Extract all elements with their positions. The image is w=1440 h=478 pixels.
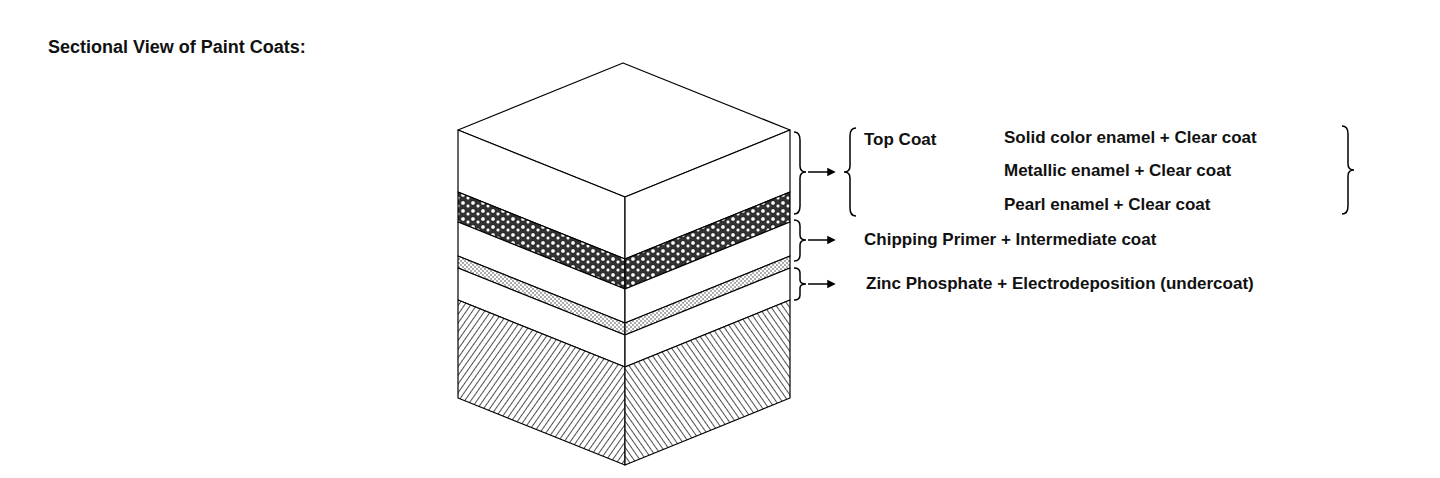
layer-label: Zinc Phosphate + Electrodeposition (unde… xyxy=(866,275,1254,294)
layer-label: Solid color enamel + Clear coat xyxy=(1004,129,1257,148)
brackets xyxy=(794,126,1354,300)
layer-label: Pearl enamel + Clear coat xyxy=(1004,196,1210,215)
layer-group-label: Top Coat xyxy=(864,131,936,150)
layer-label: Metallic enamel + Clear coat xyxy=(1004,162,1231,181)
diagram-title: Sectional View of Paint Coats: xyxy=(48,38,306,58)
layer-label: Chipping Primer + Intermediate coat xyxy=(864,231,1156,250)
cube-illustration xyxy=(458,63,790,465)
